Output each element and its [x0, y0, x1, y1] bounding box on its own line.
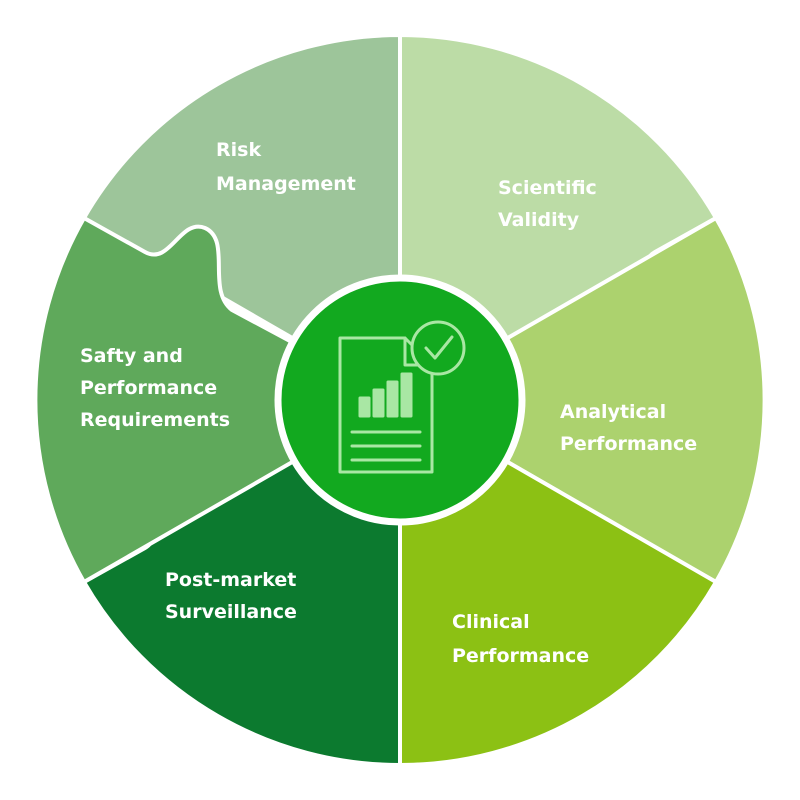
center-hub — [274, 274, 526, 526]
chart-bar-icon — [358, 396, 371, 418]
post-market-surveillance-label: Post-market Surveillance — [165, 569, 303, 623]
chart-bar-icon — [372, 388, 385, 418]
chart-bar-icon — [400, 372, 413, 418]
report-chart-check-icon — [338, 320, 466, 474]
safety-performance-requirements-label: Safty and Performance Requirements — [80, 345, 230, 431]
risk-management-label: Risk Management — [216, 139, 356, 195]
check-mark-icon — [424, 335, 454, 360]
scientific-validity-label: Scientific Validity — [498, 177, 603, 231]
segment-safety-performance-requirements: Safty and Performance Requirements — [33, 216, 402, 584]
chart-bar-icon — [386, 380, 399, 418]
check-circle-icon — [410, 320, 466, 376]
wheel-rim — [33, 33, 767, 767]
clinical-performance-label: Clinical Performance — [452, 611, 589, 667]
analytical-performance-label: Analytical Performance — [560, 401, 697, 455]
